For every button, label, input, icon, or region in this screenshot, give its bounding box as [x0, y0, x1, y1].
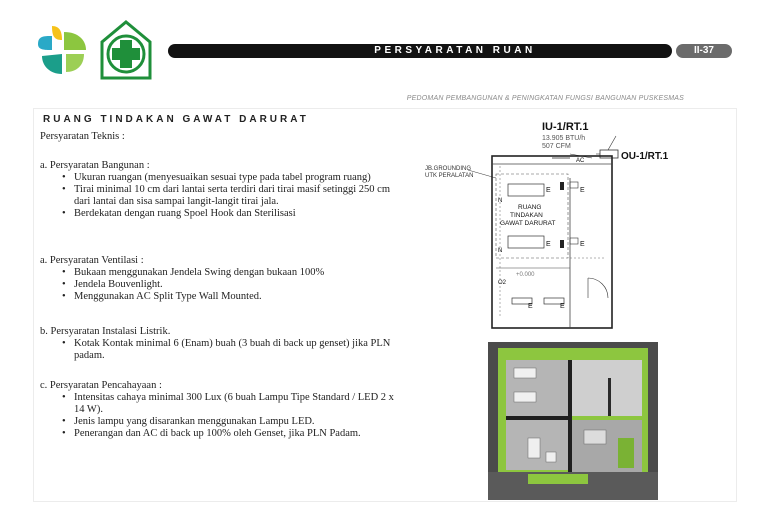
bakti-husada-logo [100, 20, 152, 80]
list-item: Bukaan menggunakan Jendela Swing dengan … [62, 267, 400, 279]
socket-e-label: E [546, 241, 551, 248]
n-label: N [498, 198, 502, 204]
bed-fixture [507, 235, 545, 249]
list-item: Intensitas cahaya minimal 300 Lux (6 bua… [62, 392, 400, 416]
list-item: Penerangan dan AC di back up 100% oleh G… [62, 428, 400, 440]
room-3d-render [488, 342, 658, 500]
socket-e-label: E [528, 303, 533, 310]
grounding-label: JB.GROUNDING [425, 166, 471, 172]
room-label-1: RUANG [518, 204, 541, 211]
iu-spec-cfm: 507 CFM [542, 143, 571, 150]
socket-e-label: E [560, 303, 565, 310]
grounding-label-2: UTK PERALATAN [425, 173, 473, 179]
list-item: Ukuran ruangan (menyesuaikan sesuai type… [62, 172, 400, 184]
publication-subtitle: PEDOMAN PEMBANGUNAN & PENINGKATAN FUNGSI… [406, 95, 684, 102]
bed-render [513, 391, 537, 403]
socket-e-label: E [546, 187, 551, 194]
o2-label: O2 [498, 280, 507, 286]
page-number-badge: II-37 [676, 44, 732, 58]
requirement-group-ventilasi: a. Persyaratan Ventilasi : Bukaan menggu… [40, 255, 400, 303]
socket-e-label: E [580, 241, 585, 248]
list-item: Jenis lampu yang disarankan menggunakan … [62, 416, 400, 428]
curtain-outline [495, 173, 569, 259]
group-label: a. Persyaratan Ventilasi : [40, 255, 144, 266]
logo-petal-teal [42, 54, 62, 74]
logo-petal-green [64, 32, 86, 50]
section-intro: Persyaratan Teknis : [40, 131, 125, 142]
iu-label: IU-1/RT.1 [542, 121, 588, 133]
socket-e-label: E [580, 187, 585, 194]
ou-label: OU-1/RT.1 [621, 151, 669, 162]
room-wall-outline [491, 155, 613, 329]
logo-petal-lime [66, 54, 84, 72]
requirement-group-pencahayaan: c. Persyaratan Pencahayaan : Intensitas … [40, 380, 400, 440]
list-item: Menggunakan AC Split Type Wall Mounted. [62, 291, 400, 303]
list-item: Jendela Bouvenlight. [62, 279, 400, 291]
page-title: PERSYARATAN RUAN [374, 45, 536, 56]
section-title: RUANG TINDAKAN GAWAT DARURAT [43, 114, 309, 125]
requirement-group-listrik: b. Persyaratan Instalasi Listrik. Kotak … [40, 326, 400, 362]
room-label-2: TINDAKAN [510, 212, 543, 219]
dimension-label: +0.000 [516, 272, 535, 278]
content-panel [33, 108, 737, 502]
logo-petal-yellow [52, 26, 62, 40]
list-item: Kotak Kontak minimal 6 (Enam) buah (3 bu… [62, 338, 400, 362]
bed-render [513, 367, 537, 379]
iu-spec-btu: 13.905 BTU/h [542, 135, 585, 142]
logo-petal-blue [38, 36, 52, 50]
list-item: Berdekatan dengan ruang Spoel Hook dan S… [62, 208, 400, 220]
room-label-3: GAWAT DARURAT [500, 220, 556, 227]
header-banner: PERSYARATAN RUAN [168, 44, 672, 58]
requirement-group-bangunan: a. Persyaratan Bangunan : Ukuran ruangan… [40, 160, 400, 220]
list-item: Tirai minimal 10 cm dari lantai serta te… [62, 184, 400, 208]
group-label: c. Persyaratan Pencahayaan : [40, 380, 162, 391]
bed-fixture [507, 183, 545, 197]
group-label: a. Persyaratan Bangunan : [40, 160, 150, 171]
group-label: b. Persyaratan Instalasi Listrik. [40, 326, 171, 337]
kemenkes-logo [38, 26, 86, 74]
floor-plan-drawing: IU-1/RT.1 13.905 BTU/h 507 CFM OU-1/RT.1… [425, 121, 669, 329]
door-swing [587, 277, 609, 299]
ac-label: AC [576, 158, 585, 164]
